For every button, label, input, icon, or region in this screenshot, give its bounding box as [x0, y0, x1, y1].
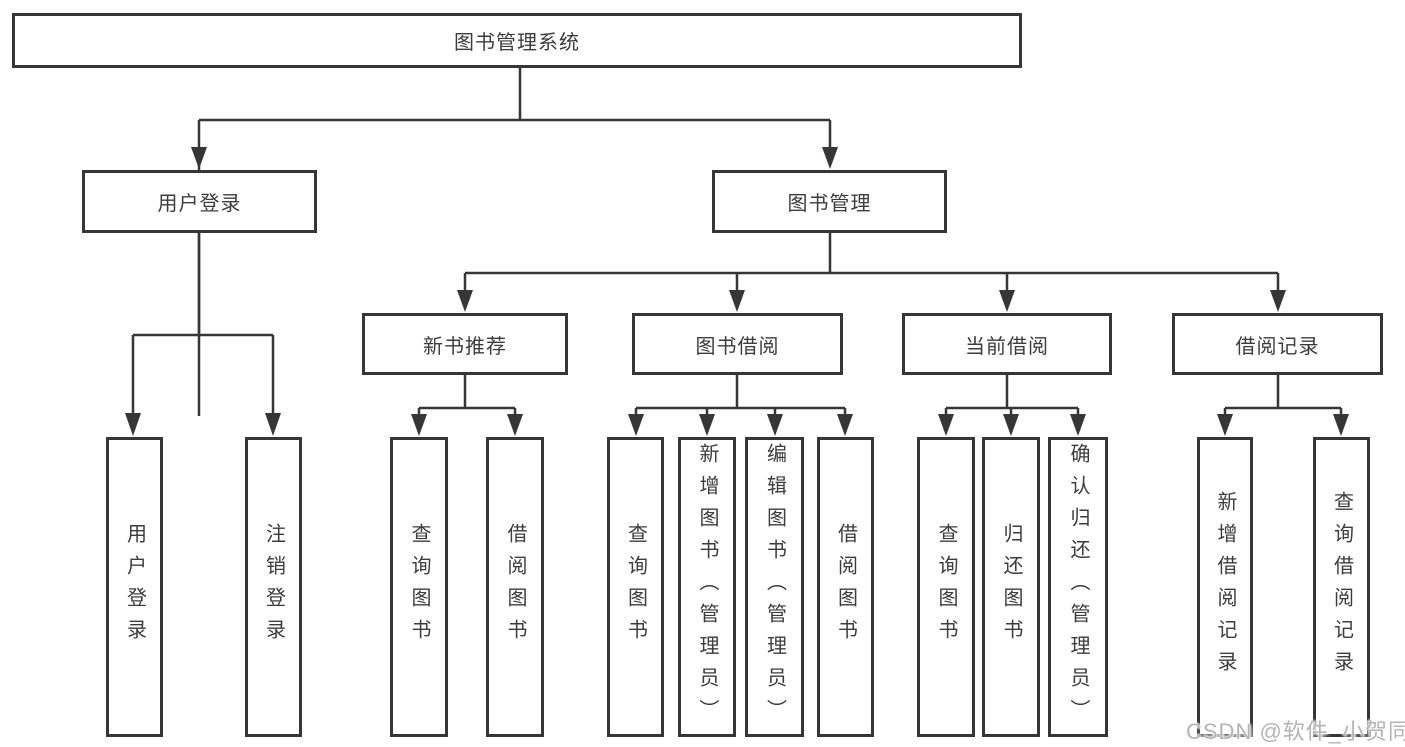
- leaf-current-query-label: 查询图书: [935, 523, 957, 651]
- node-library-system-label: 图书管理系统: [454, 32, 580, 54]
- leaf-user-login-label: 用户登录: [123, 523, 146, 651]
- leaf-borrowing-add-admin: 新增图书（管理员）: [678, 437, 736, 737]
- leaf-current-query: 查询图书: [917, 437, 975, 737]
- leaf-borrowing-borrow-label: 借阅图书: [834, 523, 857, 651]
- leaf-borrowing-query: 查询图书: [607, 437, 664, 737]
- csdn-watermark: CSDN @软件_小贺同学: [1186, 719, 1405, 744]
- node-book-management: 图书管理: [712, 170, 947, 233]
- node-current-borrowing-label: 当前借阅: [965, 335, 1049, 358]
- leaf-borrowing-add-admin-label: 新增图书（管理员）: [696, 443, 718, 731]
- leaf-borrowing-query-label: 查询图书: [624, 523, 647, 651]
- leaf-records-add: 新增借阅记录: [1197, 437, 1253, 737]
- leaf-logout-label: 注销登录: [262, 523, 285, 651]
- arrowheads: [125, 147, 1349, 436]
- node-book-management-label: 图书管理: [787, 193, 872, 215]
- node-book-borrowing-label: 图书借阅: [695, 335, 780, 358]
- leaf-records-query-label: 查询借阅记录: [1330, 491, 1353, 683]
- leaf-newbook-query: 查询图书: [390, 437, 448, 737]
- leaf-borrowing-edit-admin-label: 编辑图书（管理员）: [763, 443, 786, 731]
- leaf-newbook-borrow-label: 借阅图书: [504, 523, 526, 651]
- leaf-newbook-query-label: 查询图书: [408, 523, 430, 651]
- edge-borrowing-to-leaves: [634, 375, 847, 416]
- leaf-logout: 注销登录: [245, 437, 302, 737]
- leaf-current-confirm-return-admin-label: 确认归还（管理员）: [1067, 443, 1089, 731]
- leaf-newbook-borrow: 借阅图书: [486, 437, 544, 737]
- leaf-borrowing-borrow: 借阅图书: [817, 437, 874, 737]
- node-user-login-label: 用户登录: [157, 193, 242, 215]
- edge-new-books-to-leaves: [417, 375, 517, 416]
- leaf-borrowing-edit-admin: 编辑图书（管理员）: [745, 437, 804, 737]
- leaf-current-confirm-return-admin: 确认归还（管理员）: [1048, 437, 1108, 737]
- edge-book-mgmt-to-level3: [463, 233, 1280, 292]
- node-user-login: 用户登录: [82, 170, 317, 233]
- node-library-system: 图书管理系统: [12, 13, 1022, 68]
- leaf-current-return: 归还图书: [982, 437, 1040, 737]
- edge-root-to-level2: [197, 68, 832, 416]
- node-current-borrowing: 当前借阅: [902, 313, 1112, 375]
- leaf-records-add-label: 新增借阅记录: [1214, 491, 1236, 683]
- leaf-current-return-label: 归还图书: [1000, 523, 1022, 651]
- leaf-user-login: 用户登录: [106, 437, 163, 737]
- node-new-book-recommend-label: 新书推荐: [423, 335, 507, 358]
- node-book-borrowing: 图书借阅: [632, 313, 843, 375]
- node-borrow-records-label: 借阅记录: [1235, 335, 1320, 358]
- edge-current-to-leaves: [944, 375, 1080, 416]
- leaf-records-query: 查询借阅记录: [1313, 437, 1370, 737]
- node-borrow-records: 借阅记录: [1172, 313, 1383, 375]
- edge-user-login-to-leaves: [131, 233, 275, 416]
- edge-records-to-leaves: [1223, 375, 1343, 416]
- node-new-book-recommend: 新书推荐: [362, 313, 568, 375]
